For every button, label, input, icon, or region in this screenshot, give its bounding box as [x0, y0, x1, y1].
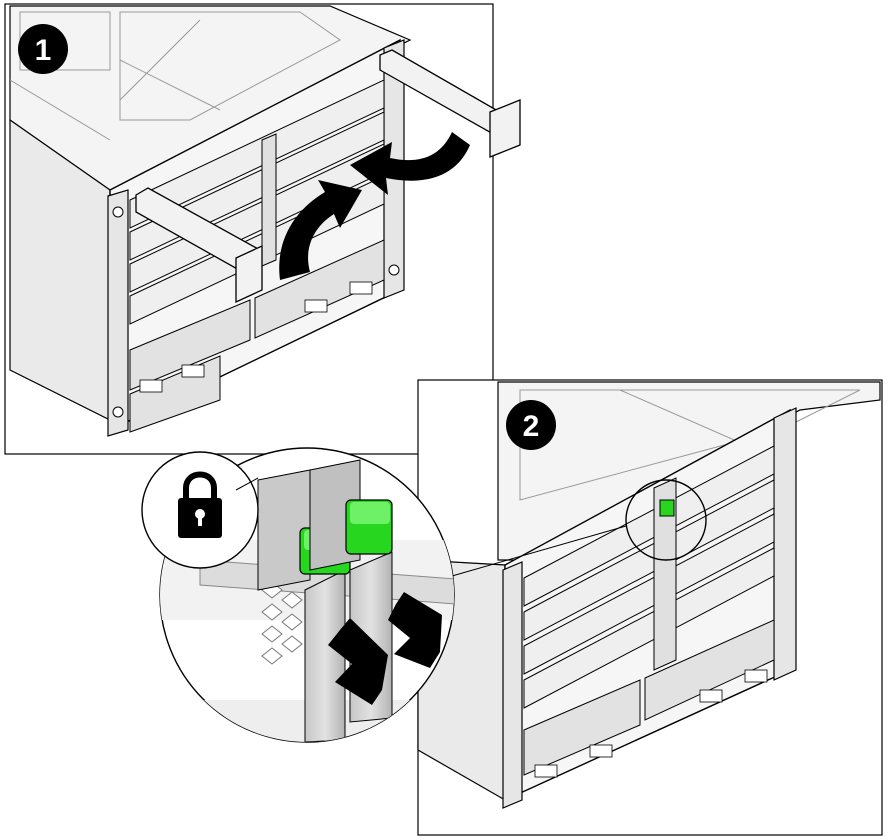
rotate-arrow-left	[279, 180, 362, 280]
right-ejector-handle	[379, 49, 521, 158]
step-2-number: 2	[523, 410, 540, 443]
chassis-top-2	[497, 381, 881, 561]
left-ejector-handle	[135, 187, 263, 304]
lock-leader	[235, 477, 259, 491]
center-divider	[261, 133, 277, 267]
step-1-badge: 1	[18, 24, 68, 74]
right-rail-2	[773, 407, 797, 681]
latch-detail-callout	[159, 447, 455, 743]
step-1-number: 1	[35, 34, 52, 67]
psu-bays-2	[523, 619, 775, 776]
push-arrow-right	[388, 592, 442, 668]
left-rail-2	[502, 561, 523, 809]
step-1-panel: 1	[4, 3, 521, 455]
step-2-badge: 2	[506, 400, 556, 450]
lock-callout	[141, 451, 259, 569]
center-latch-column	[653, 477, 677, 671]
latch-right-highlight	[350, 502, 390, 524]
rotate-arrow-right	[350, 132, 470, 195]
chassis-top-panels	[9, 11, 341, 141]
left-rail	[107, 189, 129, 437]
push-arrow-left	[328, 618, 388, 705]
rail-screw	[112, 206, 124, 218]
zoom-leader	[451, 525, 627, 577]
module-slots-2	[523, 445, 775, 709]
psu-latches-2	[534, 669, 768, 778]
green-latch-small	[659, 499, 675, 517]
vent-grille	[261, 581, 303, 665]
lock-icon	[178, 471, 222, 538]
zoom-ring	[625, 479, 707, 561]
rail-screw	[388, 264, 400, 276]
rail-screw	[112, 406, 124, 418]
psu-latches	[139, 281, 373, 393]
step-2-panel: 2	[417, 379, 883, 836]
